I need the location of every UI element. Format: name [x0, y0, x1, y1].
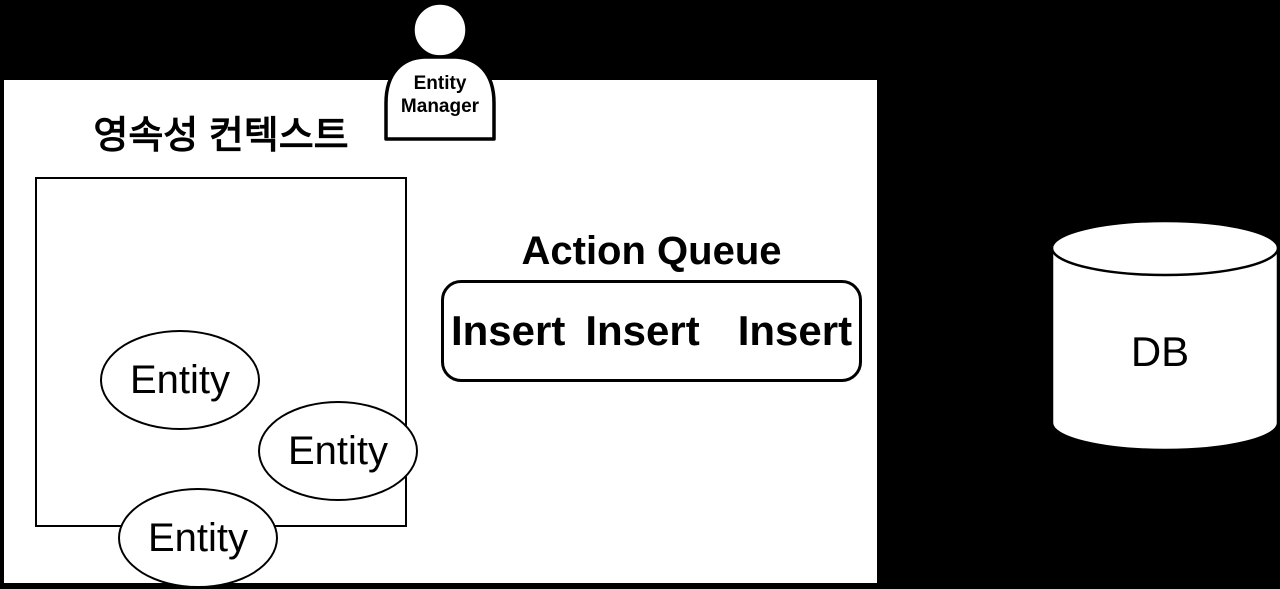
cylinder-body — [1050, 246, 1280, 452]
entity-manager-label: Entity Manager — [378, 72, 502, 118]
persistence-context-panel: 영속성 컨텍스트 Entity Entity Entity Action Que… — [4, 80, 877, 588]
person-head — [411, 1, 469, 59]
db-label: DB — [1130, 328, 1190, 375]
entity-manager-icon: Entity Manager — [378, 0, 502, 142]
entity-manager-label-line1: Entity — [413, 73, 467, 94]
database-cylinder-icon — [1050, 219, 1280, 452]
entity-label: Entity — [287, 428, 389, 473]
entity-ellipse-2: Entity — [258, 401, 418, 501]
entity-ellipse-1: Entity — [100, 330, 260, 430]
entity-ellipse-3: Entity — [118, 488, 278, 588]
cylinder-top — [1050, 219, 1280, 277]
action-queue-item: Insert — [585, 307, 700, 354]
action-queue-title: Action Queue — [521, 229, 782, 273]
person-body — [384, 55, 496, 141]
entity-label: Entity — [147, 515, 249, 560]
action-queue-item: Insert — [737, 307, 853, 354]
entity-container-box: Entity Entity Entity — [35, 177, 418, 588]
action-queue-item: Insert — [450, 307, 566, 354]
persistence-context-title: 영속성 컨텍스트 — [93, 115, 349, 157]
entity-label: Entity — [129, 357, 231, 402]
person-icon — [384, 1, 496, 141]
database-icon: DB — [1040, 218, 1280, 454]
entity-manager-label-line2: Manager — [400, 96, 480, 117]
action-queue-box: Insert Insert Insert — [441, 280, 862, 382]
